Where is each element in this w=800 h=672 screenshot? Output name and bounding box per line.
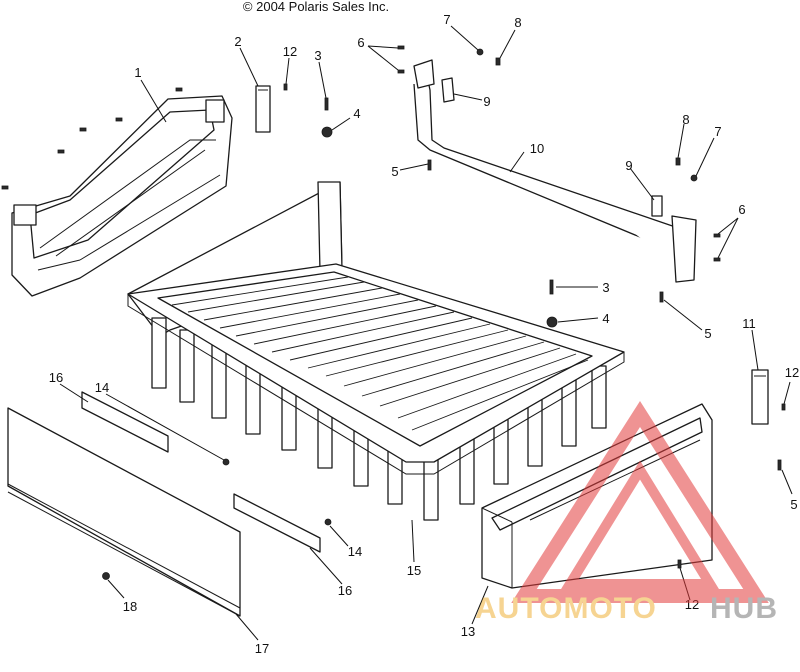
callout-label: 5 (391, 164, 398, 179)
bolt-part-12 (781, 403, 786, 411)
nut-part-7 (476, 48, 484, 56)
callout-labels: 1 2 12 3 4 7 8 6 9 10 5 8 7 9 6 3 4 5 11… (49, 12, 799, 656)
tailgate (7, 407, 241, 617)
callout-label: 7 (714, 124, 721, 139)
callout-label: 15 (407, 563, 421, 578)
fastener (1, 185, 9, 190)
callout-label: 16 (338, 583, 352, 598)
callout-label: 12 (283, 44, 297, 59)
washer-part-4 (546, 316, 558, 328)
fastener (175, 87, 183, 92)
callout-label: 2 (234, 34, 241, 49)
callout-label: 5 (704, 326, 711, 341)
watermark-brand-automoto: AUTOMOTO (475, 592, 657, 625)
bolt-part-5 (777, 459, 782, 471)
bracket-right (651, 195, 663, 217)
reflector-strip-upper (81, 391, 169, 453)
callout-label: 17 (255, 641, 269, 656)
callout-label: 3 (602, 280, 609, 295)
callout-label: 6 (738, 202, 745, 217)
screw-part-6 (713, 257, 721, 262)
washer-part-4 (321, 126, 333, 138)
bolt-part-12 (677, 559, 682, 569)
bolt-part-8 (495, 57, 501, 66)
bolt-part-5 (659, 291, 664, 303)
hardware (1, 45, 786, 580)
screw-part-6 (397, 69, 405, 74)
bracket-upper (441, 77, 455, 103)
callout-label: 18 (123, 599, 137, 614)
nut-part-14 (222, 458, 230, 466)
bolt-part-5 (427, 159, 432, 171)
fastener (115, 117, 123, 122)
callout-label: 8 (514, 15, 521, 30)
callout-label: 3 (314, 48, 321, 63)
callout-label: 5 (790, 497, 797, 512)
callout-label: 9 (483, 94, 490, 109)
corner-pad-left (255, 85, 271, 133)
callout-label: 9 (625, 158, 632, 173)
copyright-notice: © 2004 Polaris Sales Inc. (243, 0, 389, 14)
callout-label: 16 (49, 370, 63, 385)
bolt-part-3 (324, 97, 329, 111)
leader-lines (59, 25, 793, 641)
bolt-part-3 (549, 279, 554, 295)
callout-label: 11 (742, 316, 756, 331)
front-panel (11, 95, 233, 297)
screw-part-6 (713, 233, 721, 238)
callout-label: 4 (602, 311, 609, 326)
watermark-logo: AUTOMOTO HUB (475, 400, 778, 625)
callout-label: 8 (682, 112, 689, 127)
side-rail (413, 59, 697, 283)
watermark-triangle-inner (561, 460, 719, 589)
corner-pad-right (751, 369, 769, 425)
reflector-strip-lower (233, 493, 321, 553)
fastener (79, 127, 87, 132)
callout-label: 14 (95, 380, 109, 395)
fastener (57, 149, 65, 154)
watermark-triangle (511, 400, 769, 603)
watermark-brand-hub: HUB (710, 592, 778, 625)
nut-part-7 (690, 174, 698, 182)
screw-part-6 (397, 45, 405, 50)
bolt-part-8 (675, 157, 681, 166)
nut-part-14 (324, 518, 332, 526)
callout-label: 10 (530, 141, 544, 156)
callout-label: 13 (461, 624, 475, 639)
bolt-part-12 (283, 83, 288, 91)
callout-label: 6 (357, 35, 364, 50)
rear-panel (481, 403, 713, 589)
callout-label: 4 (353, 106, 360, 121)
callout-label: 7 (443, 12, 450, 27)
cargo-box-tub (127, 181, 625, 521)
callout-label: 14 (348, 544, 362, 559)
callout-label: 1 (134, 65, 141, 80)
nut-part-18 (102, 572, 110, 580)
callout-label: 12 (785, 365, 799, 380)
